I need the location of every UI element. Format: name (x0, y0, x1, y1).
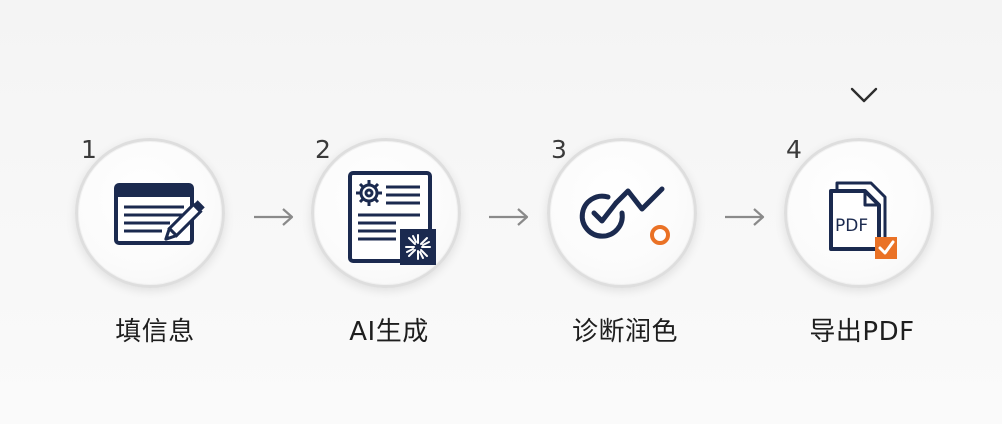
step-number: 3 (551, 135, 567, 164)
step-label: 填信息 (115, 317, 195, 347)
arrow-right-icon (489, 208, 529, 226)
document-settings-icon (348, 171, 436, 265)
step-ai-generate: 2 (309, 0, 479, 424)
step-circle (75, 138, 225, 288)
step-number: 2 (315, 135, 331, 164)
step-diagnose-polish: 3 诊断润色 (545, 0, 715, 424)
step-label: 诊断润色 (571, 317, 678, 347)
chevron-down-icon (850, 87, 878, 103)
step-export-pdf: 4 PDF 导出PDF (782, 0, 952, 424)
step-circle: PDF (784, 138, 934, 288)
arrow-right-icon (725, 208, 765, 226)
form-edit-icon (114, 183, 205, 245)
step-label: AI生成 (349, 317, 429, 347)
step-label: 导出PDF (809, 317, 915, 347)
step-circle (311, 138, 461, 288)
step-fill-info: 1 填信息 (73, 0, 243, 424)
check-trend-icon (579, 186, 670, 245)
pdf-export-icon: PDF (829, 181, 897, 259)
pdf-text: PDF (835, 216, 868, 236)
step-circle (547, 138, 697, 288)
arrow-right-icon (254, 208, 294, 226)
step-number: 4 (786, 135, 802, 164)
step-number: 1 (81, 135, 97, 164)
